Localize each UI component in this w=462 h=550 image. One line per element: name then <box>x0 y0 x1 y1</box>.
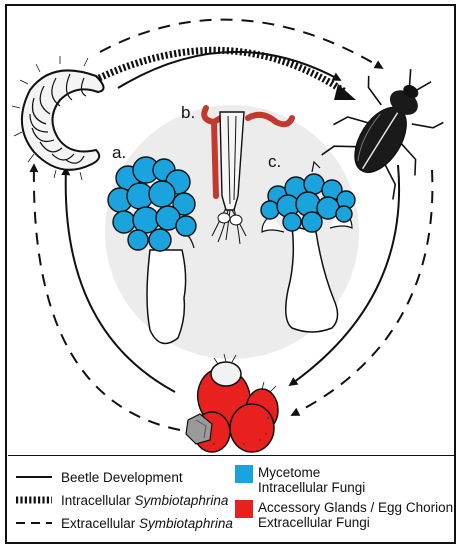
ovipositor-b-icon <box>201 105 295 245</box>
extracellular-arrow-right <box>290 169 434 416</box>
development-arrow-adult-to-egg <box>288 164 400 387</box>
panel-label-c: c. <box>268 152 282 171</box>
panel-label-b: b. <box>181 103 196 122</box>
intracellular-transmission-arrow <box>93 46 347 95</box>
legend-blue-swatch <box>235 465 253 483</box>
legend-accessory-label: Accessory Glands / Egg Chorion Extracell… <box>258 500 454 530</box>
legend-intracellular-label: Intracellular Symbiotaphrina <box>61 493 229 508</box>
extracellular-arrow-left <box>29 163 181 431</box>
adult-beetle-icon <box>321 69 444 200</box>
egg-cluster-icon <box>185 353 279 453</box>
legend-extracellular-label: Extracellular Symbiotaphrina <box>61 516 233 531</box>
legend-red-swatch <box>235 500 253 518</box>
legend: Beetle Development Intracellular Symbiot… <box>8 455 454 542</box>
larva-icon <box>11 56 105 181</box>
legend-solid-label: Beetle Development <box>61 470 183 485</box>
development-arrow-egg-to-larva <box>61 166 176 393</box>
legend-mycetome-label: Mycetome Intracellular Fungi <box>258 465 366 495</box>
panel-label-a: a. <box>112 143 127 162</box>
figure-frame <box>5 4 456 544</box>
development-arrow-larva-to-adult <box>117 51 342 89</box>
extracellular-arrow-top <box>99 18 384 69</box>
mycetome-a-icon <box>107 156 197 345</box>
mycetome-c-icon <box>260 160 356 333</box>
intracellular-arrowhead <box>334 84 356 100</box>
